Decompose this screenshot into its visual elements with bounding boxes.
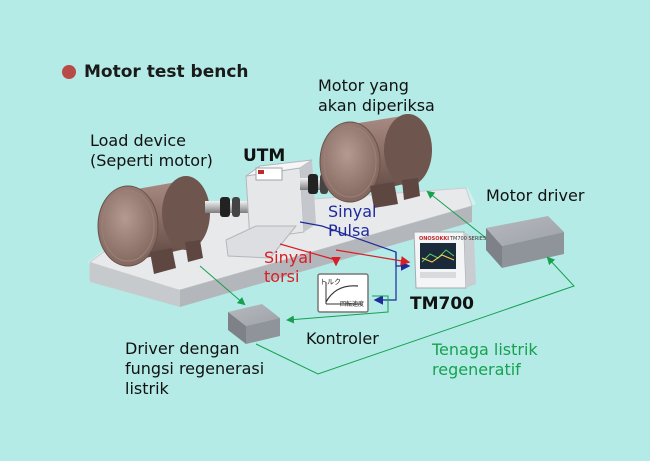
load-device-line-2: (Seperti motor) [90,151,213,170]
control-to-driver-line [286,295,389,324]
utm-label: UTM [243,146,286,166]
torque-signal-line [279,243,411,267]
pulse-signal-line-1: Sinyal [328,202,377,221]
tm700-brand-text: ONOSOKKI [419,236,450,242]
torque-signal-label: Sinyal torsi [264,248,312,286]
load-driver-cable [199,265,246,306]
motor-under-test-line-1: Motor yang [318,76,409,95]
pulse-signal-line-2: Pulsa [328,221,371,240]
title-bullet-icon [62,65,76,79]
pulse-signal-line [299,221,411,305]
motor-under-test-line-2: akan diperiksa [318,96,435,115]
load-device-motor [97,176,210,274]
motor-under-test-label: Motor yang akan diperiksa [318,76,435,116]
controller-axis-text: 回転速度 [340,301,365,308]
regen-power-label: Tenaga listrik regeneratif [432,340,538,380]
load-device-line-1: Load device [90,131,187,150]
controller-unit [317,273,369,313]
tm700-model-text: TM700 SERIES [450,236,487,242]
motor-driver-cable [426,190,487,239]
regen-power-line-1: Tenaga listrik [432,340,538,359]
controller-screen-text: トルク [320,278,341,286]
regen-driver-box [228,304,280,344]
regen-driver-line-1: Driver dengan [125,339,240,358]
pulse-signal-label: Sinyal Pulsa [328,202,376,240]
controller-label: Kontroler [306,329,379,348]
left-shaft [205,197,249,217]
torque-signal-line-2: torsi [264,267,300,286]
load-device-label: Load device (Seperti motor) [90,131,213,171]
diagram-title-row: Motor test bench [62,62,249,82]
motor-under-test [319,114,432,208]
motor-driver-box [486,216,564,268]
diagram-title: Motor test bench [84,62,249,82]
motor-driver-label: Motor driver [486,186,585,205]
tm700-label: TM700 [410,294,474,314]
utm-torque-meter [225,159,316,259]
regen-driver-line-3: listrik [125,379,169,398]
tm700-display-unit [413,231,476,289]
regen-driver-line-2: fungsi regenerasi [125,359,265,378]
torque-signal-line-1: Sinyal [264,248,313,267]
regen-driver-label: Driver dengan fungsi regenerasi listrik [125,339,264,399]
regen-power-line-2: regeneratif [432,360,521,379]
regen-power-line [255,256,575,375]
